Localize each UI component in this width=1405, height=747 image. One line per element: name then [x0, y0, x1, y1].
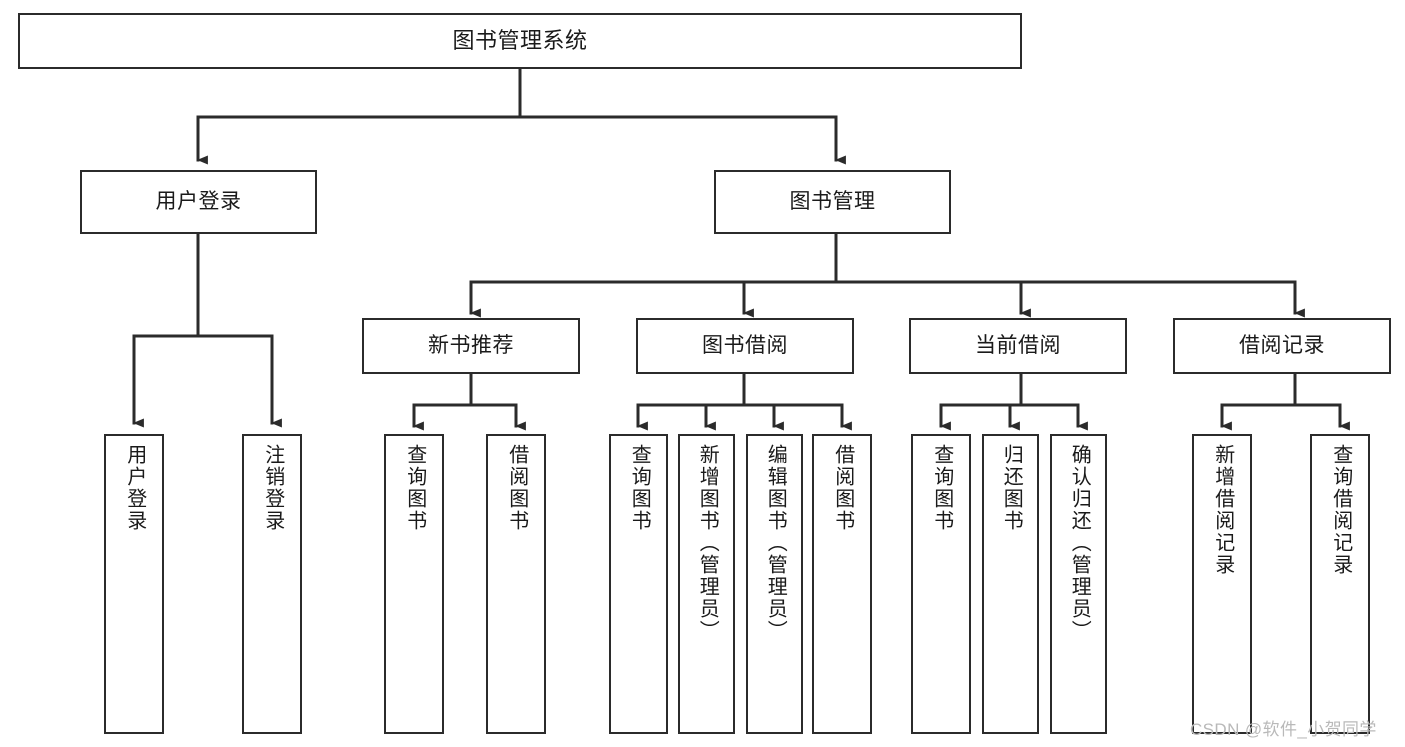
node-new-book-recommend-label: 新书推荐	[428, 334, 514, 358]
node-leaf-label: 注销登录	[261, 444, 284, 532]
node-leaf-borrow-record-query[interactable]: 查询借阅记录	[1310, 434, 1370, 734]
watermark-text: CSDN @软件_小贺同学	[1190, 720, 1377, 739]
node-user-login[interactable]: 用户登录	[80, 170, 317, 234]
node-new-book-recommend[interactable]: 新书推荐	[362, 318, 580, 374]
node-leaf-label: 借阅图书	[831, 444, 854, 532]
node-leaf-user-login-login[interactable]: 用户登录	[104, 434, 164, 734]
node-leaf-current-borrow-query[interactable]: 查询图书	[911, 434, 971, 734]
node-leaf-label: 新增借阅记录	[1211, 444, 1234, 576]
node-leaf-label: 用户登录	[123, 444, 146, 532]
node-leaf-new-book-borrow[interactable]: 借阅图书	[486, 434, 546, 734]
node-book-management[interactable]: 图书管理	[714, 170, 951, 234]
node-leaf-label: 查询借阅记录	[1329, 444, 1352, 576]
node-leaf-current-borrow-return[interactable]: 归还图书	[982, 434, 1039, 734]
node-leaf-label: 确认归还（管理员）	[1068, 444, 1091, 642]
node-leaf-label: 归还图书	[1000, 444, 1023, 532]
node-leaf-user-login-logout[interactable]: 注销登录	[242, 434, 302, 734]
node-leaf-label: 新增图书（管理员）	[696, 444, 719, 642]
node-leaf-book-borrow-add[interactable]: 新增图书（管理员）	[678, 434, 735, 734]
node-leaf-book-borrow-edit[interactable]: 编辑图书（管理员）	[746, 434, 803, 734]
node-borrow-record-label: 借阅记录	[1239, 334, 1325, 358]
node-borrow-record[interactable]: 借阅记录	[1173, 318, 1391, 374]
node-leaf-new-book-query[interactable]: 查询图书	[384, 434, 444, 734]
node-current-borrow-label: 当前借阅	[975, 334, 1061, 358]
node-leaf-label: 查询图书	[930, 444, 953, 532]
node-leaf-borrow-record-add[interactable]: 新增借阅记录	[1192, 434, 1252, 734]
node-leaf-book-borrow-borrow[interactable]: 借阅图书	[812, 434, 872, 734]
node-book-borrow-label: 图书借阅	[702, 334, 788, 358]
node-leaf-label: 编辑图书（管理员）	[764, 444, 787, 642]
node-leaf-label: 查询图书	[403, 444, 426, 532]
node-root-system-label: 图书管理系统	[452, 27, 588, 53]
node-leaf-label: 借阅图书	[505, 444, 528, 532]
node-leaf-label: 查询图书	[628, 444, 651, 532]
node-leaf-current-borrow-confirm[interactable]: 确认归还（管理员）	[1050, 434, 1107, 734]
node-user-login-label: 用户登录	[155, 190, 242, 214]
node-current-borrow[interactable]: 当前借阅	[909, 318, 1127, 374]
node-leaf-book-borrow-query[interactable]: 查询图书	[609, 434, 668, 734]
node-book-management-label: 图书管理	[789, 190, 876, 214]
node-book-borrow[interactable]: 图书借阅	[636, 318, 854, 374]
node-root-system[interactable]: 图书管理系统	[18, 13, 1022, 69]
